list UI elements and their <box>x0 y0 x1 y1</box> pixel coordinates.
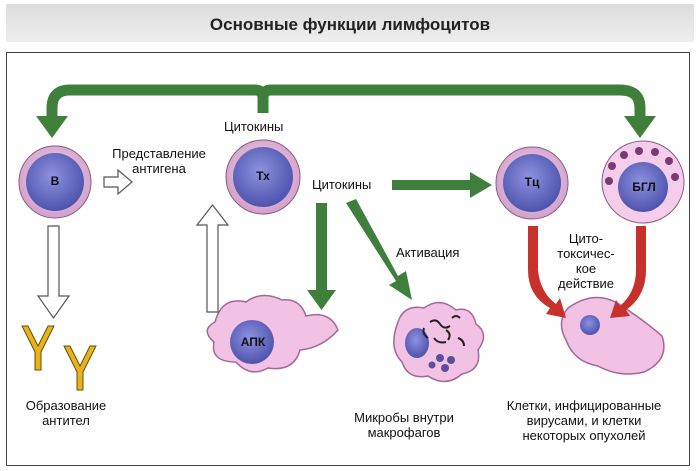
apk-cell-label: АПК <box>240 335 266 349</box>
cytokines-top-label: Цитокины <box>224 119 284 134</box>
green-arrow-to-macrophage <box>346 199 412 300</box>
th-cell-label: Тх <box>256 169 270 183</box>
antibody-icon <box>21 325 97 391</box>
title-bar: Основные функции лимфоцитов <box>6 4 694 42</box>
green-arrows <box>307 172 492 310</box>
hollow-arrow-apk-up <box>195 204 230 313</box>
macrophage-cell <box>393 301 485 383</box>
activation-label: Активация <box>396 245 460 260</box>
antibody-formation-label: Образование антител <box>25 398 107 428</box>
red-arrow-from-bgl <box>610 226 646 318</box>
cytokines-mid-label: Цитокины <box>312 177 372 192</box>
microbes <box>422 315 465 347</box>
bgl-cell <box>601 140 685 224</box>
top-green-arrow <box>46 84 646 118</box>
th-cell <box>225 139 301 215</box>
red-arrow-from-tc <box>528 226 566 318</box>
tc-cell-label: Тц <box>524 175 540 189</box>
bgl-cell-label: БГЛ <box>632 180 656 194</box>
apk-cell <box>206 294 339 373</box>
b-cell-label: В <box>50 174 60 188</box>
red-arrows <box>528 226 646 318</box>
infected-cells-label: Клетки, инфицированные вирусами, и клетк… <box>506 398 662 443</box>
green-arrow-to-tc <box>392 172 492 198</box>
cytotoxic-action-label: Цито- токсичес- кое действие <box>557 231 615 291</box>
diagram-frame <box>6 52 690 466</box>
antigen-presentation-label: Представление антигена <box>112 146 206 176</box>
arrowhead-to-b <box>36 116 68 138</box>
microbes-label: Микробы внутри макрофагов <box>354 410 454 440</box>
arrowhead-to-bgl <box>624 116 656 138</box>
diagram-title: Основные функции лимфоцитов <box>209 15 491 34</box>
infected-cell <box>560 296 665 375</box>
b-cell <box>18 145 92 219</box>
tc-cell <box>495 146 569 220</box>
green-arrow-to-apk <box>307 203 336 310</box>
hollow-arrow-b-down <box>36 225 71 320</box>
hollow-arrow-antigen-presentation <box>103 168 133 196</box>
